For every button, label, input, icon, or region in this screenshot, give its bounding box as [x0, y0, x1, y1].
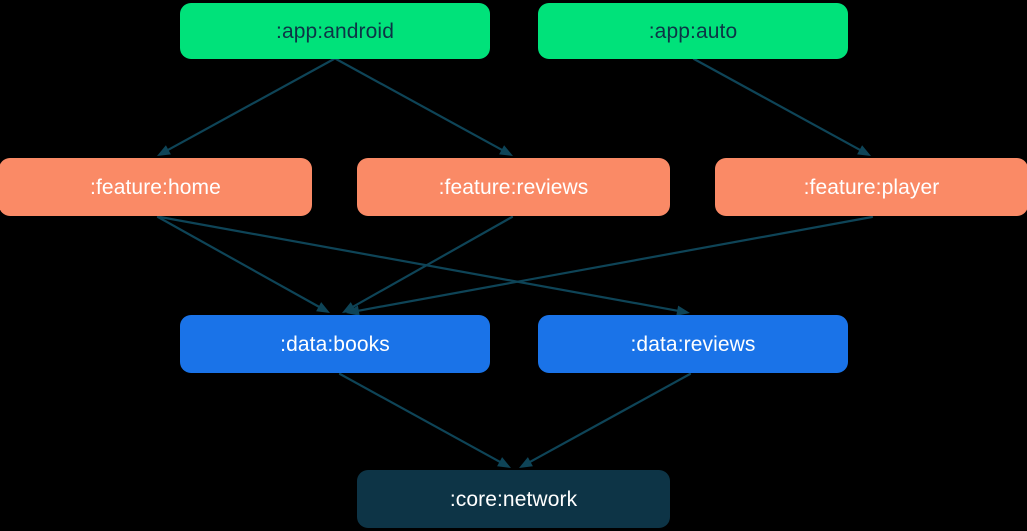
- edge-line: [338, 372, 503, 464]
- edge-line: [334, 57, 505, 152]
- arrowhead-icon: [316, 302, 330, 313]
- edge-data-books-to-core-network: [338, 372, 511, 468]
- node-label: :core:network: [449, 487, 578, 511]
- arrowhead-icon: [676, 305, 690, 316]
- node-data-books[interactable]: :data:books: [180, 315, 490, 373]
- edge-line: [355, 215, 874, 313]
- arrowhead-icon: [497, 457, 511, 468]
- arrowhead-icon: [346, 305, 360, 316]
- node-core-network[interactable]: :core:network: [357, 470, 670, 528]
- arrowhead-icon: [519, 457, 533, 468]
- node-label: :app:auto: [648, 19, 738, 43]
- edge-app-android-to-feature-reviews: [334, 57, 513, 156]
- node-feature-player[interactable]: :feature:player: [715, 158, 1027, 216]
- arrowhead-icon: [499, 145, 513, 156]
- node-label: :data:reviews: [630, 332, 756, 356]
- node-feature-reviews[interactable]: :feature:reviews: [357, 158, 670, 216]
- edge-line: [527, 372, 692, 464]
- edge-line: [350, 215, 514, 309]
- edge-feature-home-to-data-reviews: [158, 215, 690, 316]
- node-label: :feature:player: [803, 175, 940, 199]
- edge-line: [165, 57, 336, 152]
- edge-line: [158, 215, 681, 313]
- node-app-android[interactable]: :app:android: [180, 3, 490, 59]
- edge-line: [156, 215, 322, 309]
- edge-data-reviews-to-core-network: [519, 372, 692, 468]
- edge-app-auto-to-feature-player: [692, 57, 871, 156]
- arrowhead-icon: [857, 145, 871, 156]
- node-label: :data:books: [280, 332, 390, 356]
- node-label: :feature:home: [90, 175, 221, 199]
- arrowhead-icon: [157, 145, 171, 156]
- node-data-reviews[interactable]: :data:reviews: [538, 315, 848, 373]
- node-feature-home[interactable]: :feature:home: [0, 158, 312, 216]
- node-app-auto[interactable]: :app:auto: [538, 3, 848, 59]
- edge-feature-player-to-data-books: [346, 215, 874, 316]
- edge-feature-home-to-data-books: [156, 215, 330, 313]
- node-label: :feature:reviews: [438, 175, 589, 199]
- edge-line: [692, 57, 863, 152]
- edge-app-android-to-feature-home: [157, 57, 336, 156]
- node-label: :app:android: [276, 19, 394, 43]
